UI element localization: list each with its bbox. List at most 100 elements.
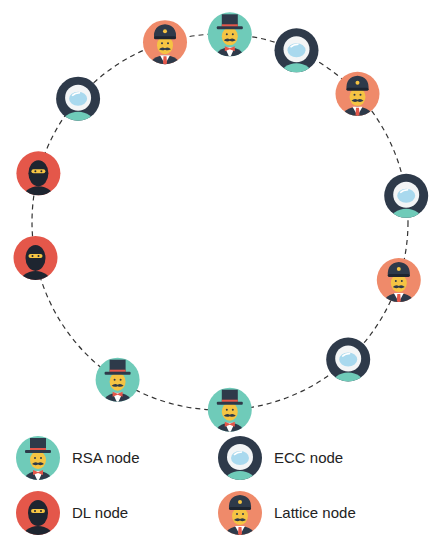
visor xyxy=(288,43,306,57)
eye xyxy=(242,513,244,515)
eye xyxy=(34,170,36,172)
police-cap xyxy=(388,262,410,276)
bow-tie xyxy=(33,470,43,475)
eye-slit xyxy=(29,254,43,258)
eye xyxy=(34,457,36,459)
hat-band xyxy=(110,370,126,372)
avatar-background xyxy=(336,72,380,116)
ring-line xyxy=(32,34,408,410)
mustache xyxy=(224,39,236,42)
top-hat xyxy=(30,438,46,451)
legend-swatches xyxy=(16,436,262,552)
eye xyxy=(167,42,169,44)
shirt xyxy=(394,293,404,302)
cap-badge xyxy=(356,81,360,85)
shirt xyxy=(225,47,235,58)
body xyxy=(22,526,54,552)
visor-shine xyxy=(234,452,242,455)
top-hat xyxy=(222,390,238,403)
shirt xyxy=(225,423,235,434)
suit xyxy=(390,209,422,233)
eye xyxy=(114,379,116,381)
helmet xyxy=(335,346,361,372)
mustache xyxy=(352,99,364,102)
eye-slit xyxy=(31,509,45,513)
helmet xyxy=(227,444,253,470)
eye xyxy=(38,255,40,257)
legend-label: DL node xyxy=(72,504,128,522)
tie xyxy=(238,527,242,536)
suit xyxy=(103,393,133,417)
eye xyxy=(395,280,397,282)
suit xyxy=(281,63,313,87)
hat-band xyxy=(30,448,46,450)
ecc-avatar xyxy=(326,338,370,397)
eye xyxy=(232,33,234,35)
shirt xyxy=(353,107,363,116)
dl-avatar xyxy=(16,151,60,212)
rsa-avatar xyxy=(96,358,140,417)
hat-band xyxy=(222,400,238,402)
eye xyxy=(354,94,356,96)
visor xyxy=(69,92,87,106)
cap-badge xyxy=(397,267,401,271)
face xyxy=(110,373,126,391)
eye xyxy=(161,42,163,44)
ecc-avatar xyxy=(56,77,100,136)
legend-label: Lattice node xyxy=(274,504,356,522)
ecc-avatar-swatch xyxy=(218,436,262,495)
visor xyxy=(397,189,415,203)
mustache xyxy=(32,462,44,465)
eye xyxy=(40,170,42,172)
shirt xyxy=(235,526,245,535)
dl-avatar xyxy=(14,236,58,297)
body xyxy=(22,186,54,212)
visor-shine xyxy=(400,190,408,193)
legend-label: RSA node xyxy=(72,449,140,467)
rsa-avatar-swatch xyxy=(16,436,60,495)
cap-visor xyxy=(154,36,176,39)
mustache xyxy=(224,414,236,417)
balaclava xyxy=(26,245,46,271)
avatar-background xyxy=(377,258,421,302)
uniform xyxy=(342,107,374,131)
eye xyxy=(40,457,42,459)
lattice-avatar-swatch xyxy=(218,491,262,550)
avatar-background xyxy=(143,20,187,64)
cap-badge xyxy=(238,500,242,504)
eye-slit xyxy=(31,169,45,173)
visor-shine xyxy=(342,354,350,357)
rsa-avatar xyxy=(208,12,252,71)
cap-visor xyxy=(347,88,369,91)
helmet xyxy=(393,182,419,208)
body xyxy=(20,271,52,297)
police-cap xyxy=(229,495,251,509)
eye xyxy=(34,510,36,512)
lattice-avatar xyxy=(377,258,421,317)
cap-visor xyxy=(388,274,410,277)
eye xyxy=(226,409,228,411)
police-cap xyxy=(346,76,368,90)
top-hat xyxy=(222,14,238,27)
eye xyxy=(401,280,403,282)
face xyxy=(222,403,238,421)
mustache xyxy=(112,384,124,387)
avatar-background xyxy=(218,491,262,535)
uniform xyxy=(224,526,256,550)
shirt xyxy=(33,471,43,482)
suit xyxy=(62,112,94,136)
cap-visor xyxy=(229,507,251,510)
lattice-avatar xyxy=(336,72,380,131)
balaclava xyxy=(28,500,48,526)
legend-label: ECC node xyxy=(274,449,343,467)
tie xyxy=(356,108,360,117)
shirt xyxy=(160,55,170,64)
uniform xyxy=(149,55,181,79)
face xyxy=(30,451,46,469)
eye xyxy=(226,33,228,35)
uniform xyxy=(383,293,415,317)
face xyxy=(222,27,238,45)
helmet xyxy=(284,36,310,62)
visor-shine xyxy=(291,44,299,47)
